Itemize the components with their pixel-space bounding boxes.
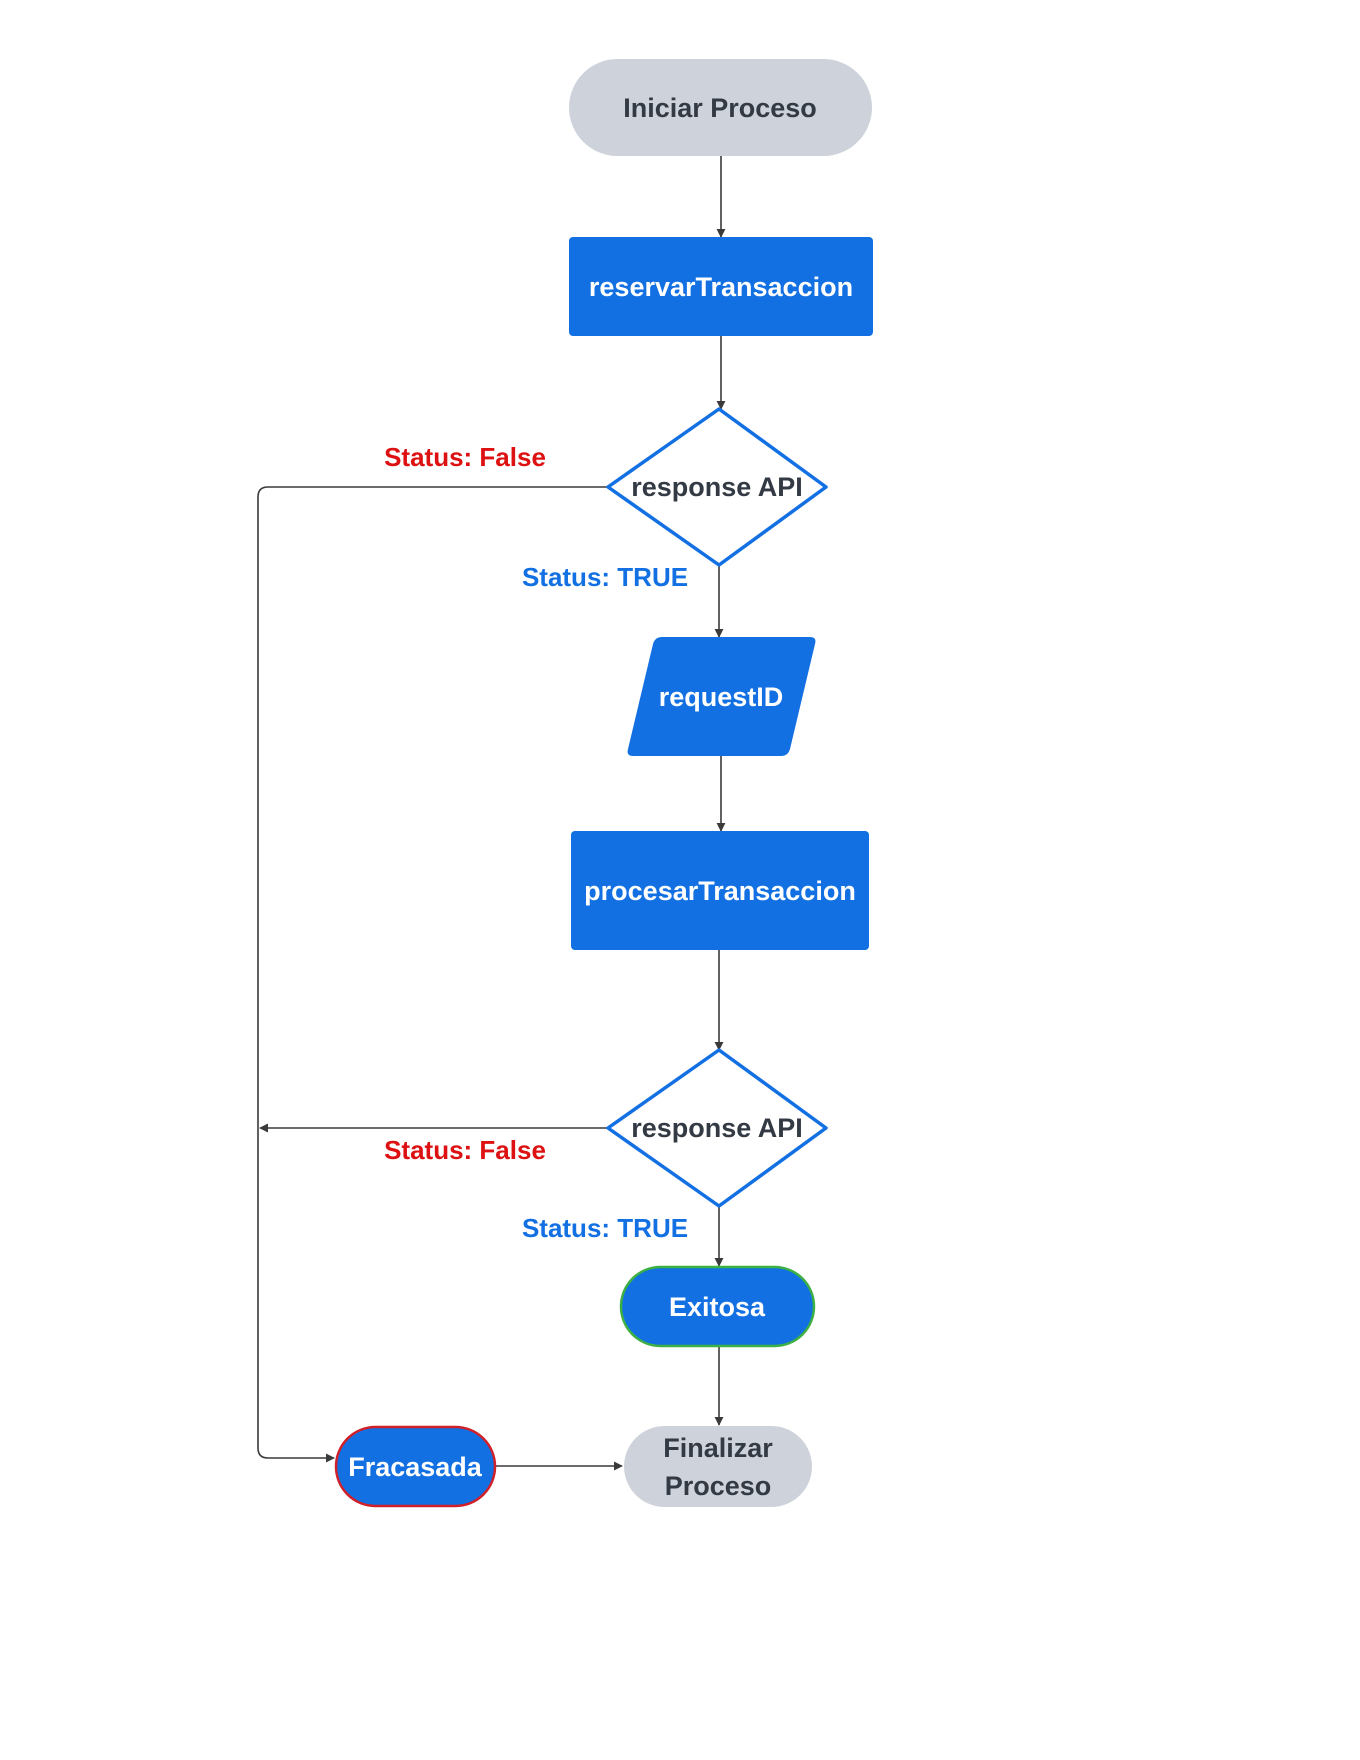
fracasada-label: Fracasada: [348, 1452, 483, 1482]
exitosa-terminal[interactable]: Exitosa: [619, 1265, 816, 1348]
end-node-label-line2: Proceso: [665, 1471, 772, 1501]
fracasada-terminal[interactable]: Fracasada: [334, 1425, 497, 1508]
decision-1-true-label: Status: TRUE: [522, 562, 688, 592]
exitosa-label: Exitosa: [669, 1292, 766, 1322]
request-id-data[interactable]: requestID: [627, 637, 816, 756]
edge-decision1-false: [257, 486, 608, 1463]
connectors: [257, 156, 726, 1471]
decision-2-false-label: Status: False: [384, 1135, 546, 1165]
decision-1[interactable]: response API: [606, 407, 828, 567]
decision-2-label: response API: [631, 1113, 803, 1143]
end-node-label-line1: Finalizar: [663, 1433, 773, 1463]
start-node-label: Iniciar Proceso: [623, 93, 817, 123]
reservar-transaccion-process[interactable]: reservarTransaccion: [569, 237, 873, 336]
procesar-transaccion-label: procesarTransaccion: [584, 876, 856, 906]
start-node[interactable]: Iniciar Proceso: [569, 59, 872, 156]
end-node[interactable]: Finalizar Proceso: [624, 1426, 812, 1507]
procesar-transaccion-process[interactable]: procesarTransaccion: [571, 831, 869, 950]
decision-2[interactable]: response API: [606, 1048, 828, 1208]
decision-2-true-label: Status: TRUE: [522, 1213, 688, 1243]
decision-1-false-label: Status: False: [384, 442, 546, 472]
decision-1-label: response API: [631, 472, 803, 502]
reservar-transaccion-label: reservarTransaccion: [589, 272, 853, 302]
request-id-label: requestID: [659, 682, 784, 712]
